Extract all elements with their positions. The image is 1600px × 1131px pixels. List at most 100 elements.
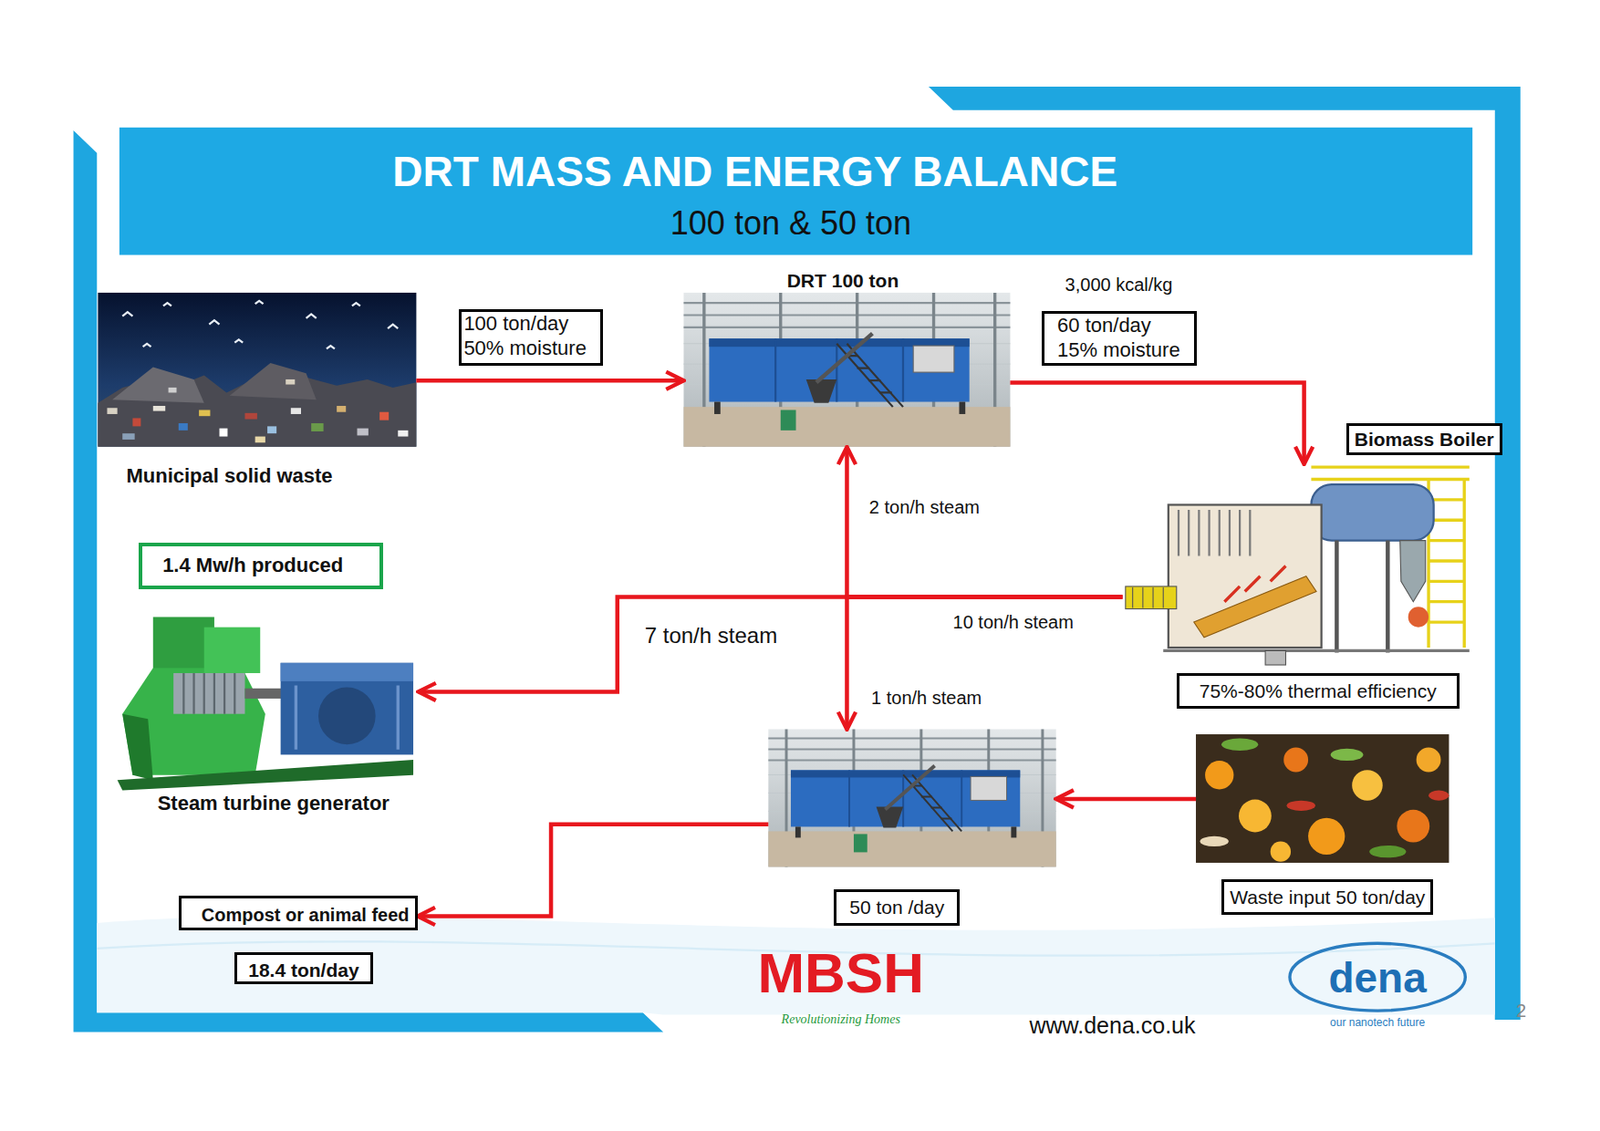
dena-logo xyxy=(1289,943,1465,1011)
turbine-drawing xyxy=(318,687,376,746)
boiler-drawing xyxy=(1310,484,1434,541)
page-number: 2 xyxy=(1514,999,1528,1022)
turbine-drawing xyxy=(117,616,414,790)
node-caption: Steam turbine generator xyxy=(155,791,392,816)
waste-photo xyxy=(112,367,205,404)
food-waste-photo xyxy=(1428,790,1449,801)
dryer-photo: DRT 100 ton xyxy=(683,292,1010,447)
food-waste-photo xyxy=(1283,748,1309,773)
flow-label: 100 ton/day 50% moisture xyxy=(458,309,603,366)
flow-arrow xyxy=(415,378,684,384)
node-caption: Municipal solid waste xyxy=(124,464,334,489)
subtitle: 100 ton & 50 ton xyxy=(668,203,914,243)
turbine-drawing xyxy=(204,627,261,674)
waste-photo xyxy=(290,407,302,415)
output-group: Compost or animal feed18.4 ton/day xyxy=(178,895,418,985)
food-waste-photo xyxy=(1238,800,1272,833)
page-frame xyxy=(73,86,1521,1033)
brand-logo: dena xyxy=(1326,956,1428,999)
waste-photo xyxy=(168,387,177,394)
output-box: 1.4 Mw/h produced xyxy=(138,542,384,589)
boxed-label: 18.4 ton/day xyxy=(234,952,373,985)
page-frame xyxy=(73,130,665,1032)
food-waste-photo xyxy=(1270,841,1291,862)
turbine-drawing xyxy=(295,685,398,749)
flow-arrow xyxy=(417,824,769,917)
bottom-wave xyxy=(96,915,1496,1015)
food-waste-photo xyxy=(1351,769,1383,801)
brand-tagline: our nanotech future xyxy=(1328,1017,1427,1029)
waste-photo xyxy=(267,425,277,434)
turbine-drawing xyxy=(244,688,286,699)
boiler-drawing xyxy=(1224,566,1286,603)
flow-label: 10 ton/h steam xyxy=(951,611,1076,634)
turbine-drawing xyxy=(280,663,414,682)
waste-photo xyxy=(336,405,346,413)
food-waste-photo xyxy=(1369,845,1406,858)
flow-arrow xyxy=(1009,382,1304,464)
boiler-drawing xyxy=(1194,576,1317,638)
boiler-drawing xyxy=(1132,587,1164,608)
waste-photo xyxy=(357,428,369,437)
boiler-drawing xyxy=(1125,586,1177,610)
boiler-drawing xyxy=(1265,650,1286,665)
brand-tagline: Revolutionizing Homes xyxy=(779,1012,903,1027)
brand-logo: MBSH xyxy=(755,945,926,1002)
food-waste-photo: Waste input 50 ton/day xyxy=(1195,734,1449,863)
waste-photo xyxy=(178,423,188,431)
waste-photo xyxy=(122,301,398,350)
waste-photo xyxy=(219,428,229,437)
flow-label: 1 ton/h steam xyxy=(869,686,984,709)
waste-photo xyxy=(285,379,295,385)
waste-photo xyxy=(106,407,117,415)
waste-photo: Municipal solid waste xyxy=(97,292,416,447)
food-waste-photo xyxy=(1308,818,1345,855)
bottom-wave xyxy=(96,915,1496,1015)
waste-photo xyxy=(379,412,389,421)
flow-label: 60 ton/day 15% moisture xyxy=(1041,311,1197,366)
waste-photo xyxy=(244,413,257,420)
waste-photo xyxy=(122,433,135,440)
food-waste-photo xyxy=(1195,734,1449,863)
node-heading: DRT 100 ton xyxy=(785,269,902,292)
food-waste-photo xyxy=(1205,760,1234,790)
food-waste-photo xyxy=(1200,836,1229,847)
boiler-drawing xyxy=(1125,467,1470,665)
waste-photo xyxy=(397,430,408,437)
flow-arrow xyxy=(1056,797,1196,802)
boiler-drawing xyxy=(1168,504,1322,648)
boiler-drawing xyxy=(1336,540,1388,654)
dryer-machine-photo xyxy=(683,292,1010,447)
flow-label: 2 ton/h steam xyxy=(867,496,982,519)
boiler-drawing xyxy=(1408,606,1429,627)
waste-photo xyxy=(198,409,210,416)
boxed-label: Biomass Boiler xyxy=(1346,423,1503,456)
flow-arrow xyxy=(418,596,1123,692)
boiler-drawing xyxy=(1163,649,1470,653)
waste-photo xyxy=(311,423,323,432)
turbine-drawing xyxy=(122,714,154,781)
flow-label: 7 ton/h steam xyxy=(643,623,780,650)
turbine-drawing xyxy=(280,663,414,756)
food-waste-photo xyxy=(1396,810,1430,843)
title-band xyxy=(119,127,1473,256)
waste-photo xyxy=(255,436,266,444)
flow-arrow xyxy=(846,596,1123,729)
waste-photo xyxy=(97,292,416,447)
boiler-drawing xyxy=(1400,540,1426,603)
waste-photo xyxy=(132,417,141,426)
boiler-drawing: Biomass Boiler75%-80% thermal efficiency xyxy=(1122,464,1495,669)
dryer-photo: 50 ton /day xyxy=(768,729,1056,868)
turbine-drawing: 1.4 Mw/h producedSteam turbine generator xyxy=(117,612,419,786)
dena-logo xyxy=(1289,943,1465,1011)
flow-arrow xyxy=(846,446,1123,597)
turbine-drawing xyxy=(183,673,235,715)
food-waste-photo xyxy=(1221,738,1258,751)
food-waste-photo xyxy=(1330,748,1364,761)
food-waste-photo xyxy=(1416,748,1442,773)
turbine-drawing xyxy=(117,759,414,791)
web-address: www.dena.co.uk xyxy=(1027,1013,1197,1039)
food-waste-photo xyxy=(1195,734,1449,863)
boiler-drawing xyxy=(1178,509,1250,556)
annotation: 3,000 kcal/kg xyxy=(1063,273,1175,296)
